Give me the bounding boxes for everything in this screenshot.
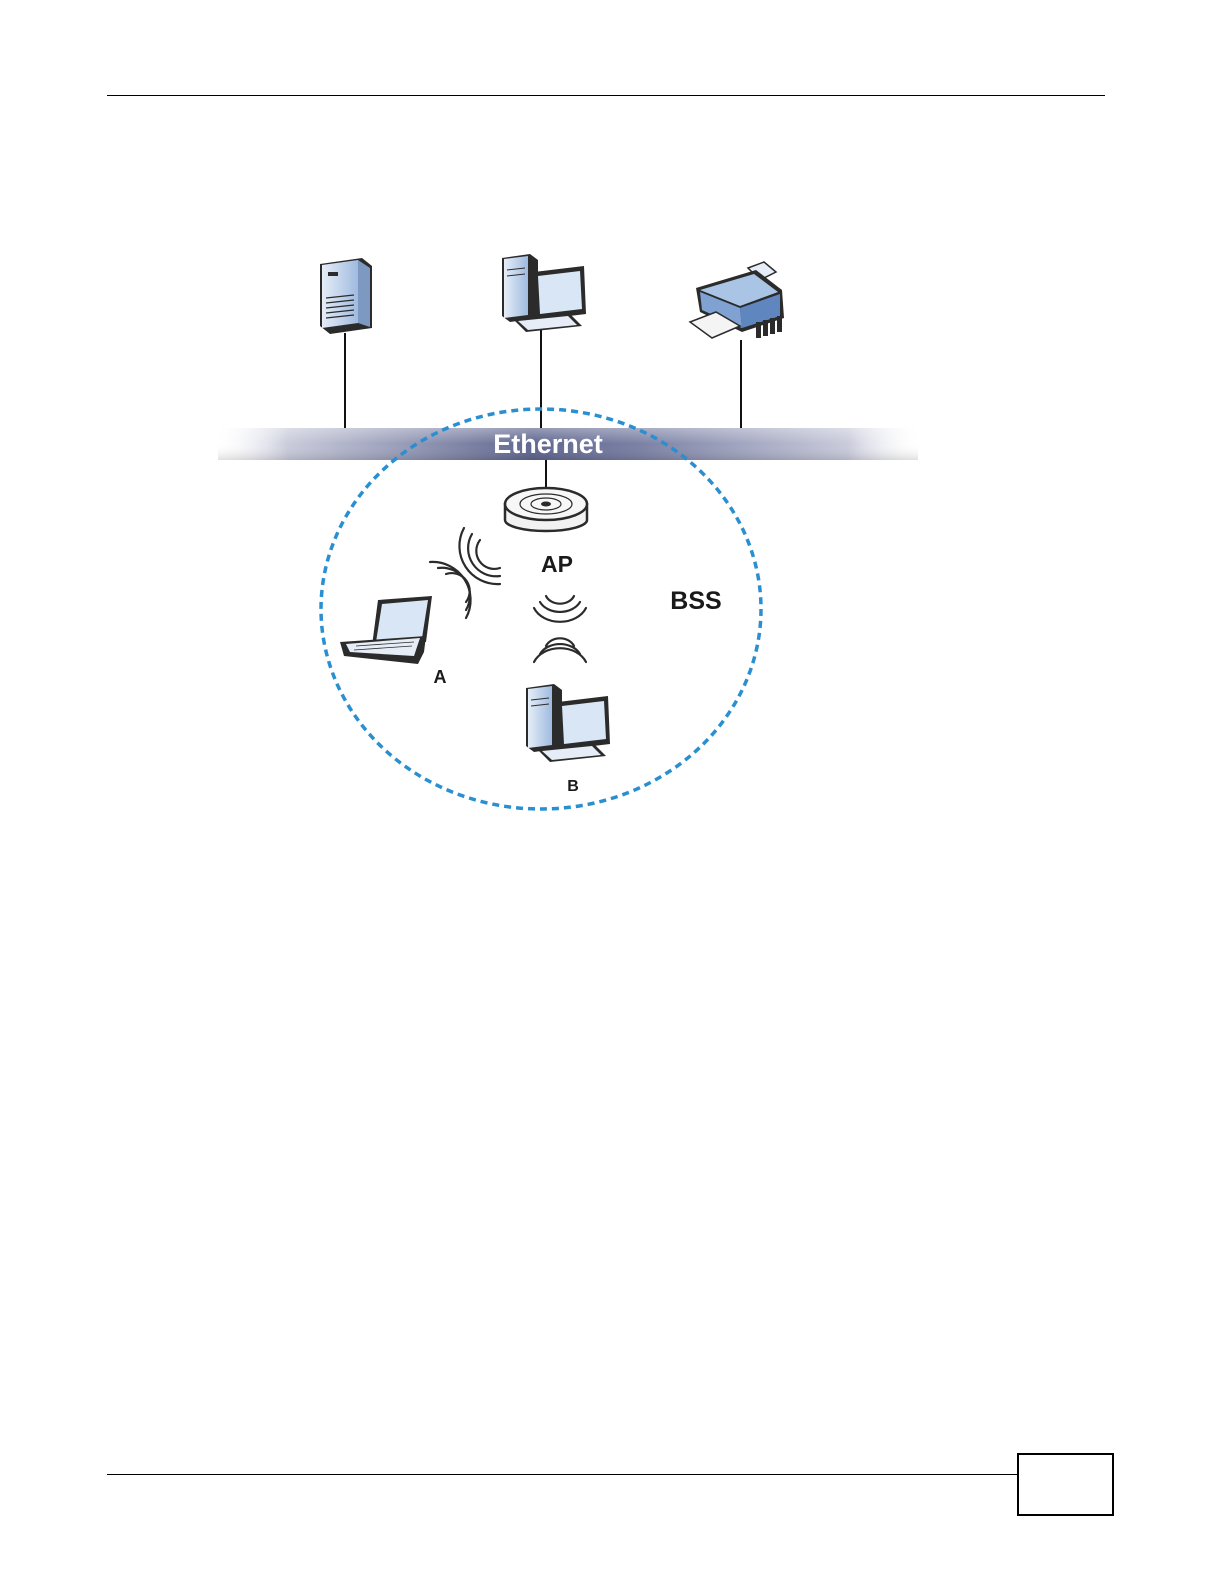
wireless-signal-icon xyxy=(430,562,471,618)
laptop-icon xyxy=(340,596,432,664)
desktop-computer-icon xyxy=(502,254,586,332)
ethernet-label: Ethernet xyxy=(493,429,603,459)
wireless-signal-icon xyxy=(534,638,586,662)
station-a-label: A xyxy=(434,667,447,687)
access-point-icon xyxy=(505,488,587,531)
station-b-label: B xyxy=(567,778,579,795)
desktop-computer-icon xyxy=(526,684,610,762)
footer-rule xyxy=(107,1474,1017,1475)
bss-label: BSS xyxy=(670,587,721,615)
ethernet-bus: Ethernet xyxy=(218,428,918,460)
ap-label: AP xyxy=(541,551,573,577)
printer-icon xyxy=(690,262,784,338)
wireless-signal-icon xyxy=(459,528,500,584)
wireless-signal-icon xyxy=(534,596,586,622)
server-icon xyxy=(320,258,372,334)
page-number-box xyxy=(1017,1453,1114,1516)
